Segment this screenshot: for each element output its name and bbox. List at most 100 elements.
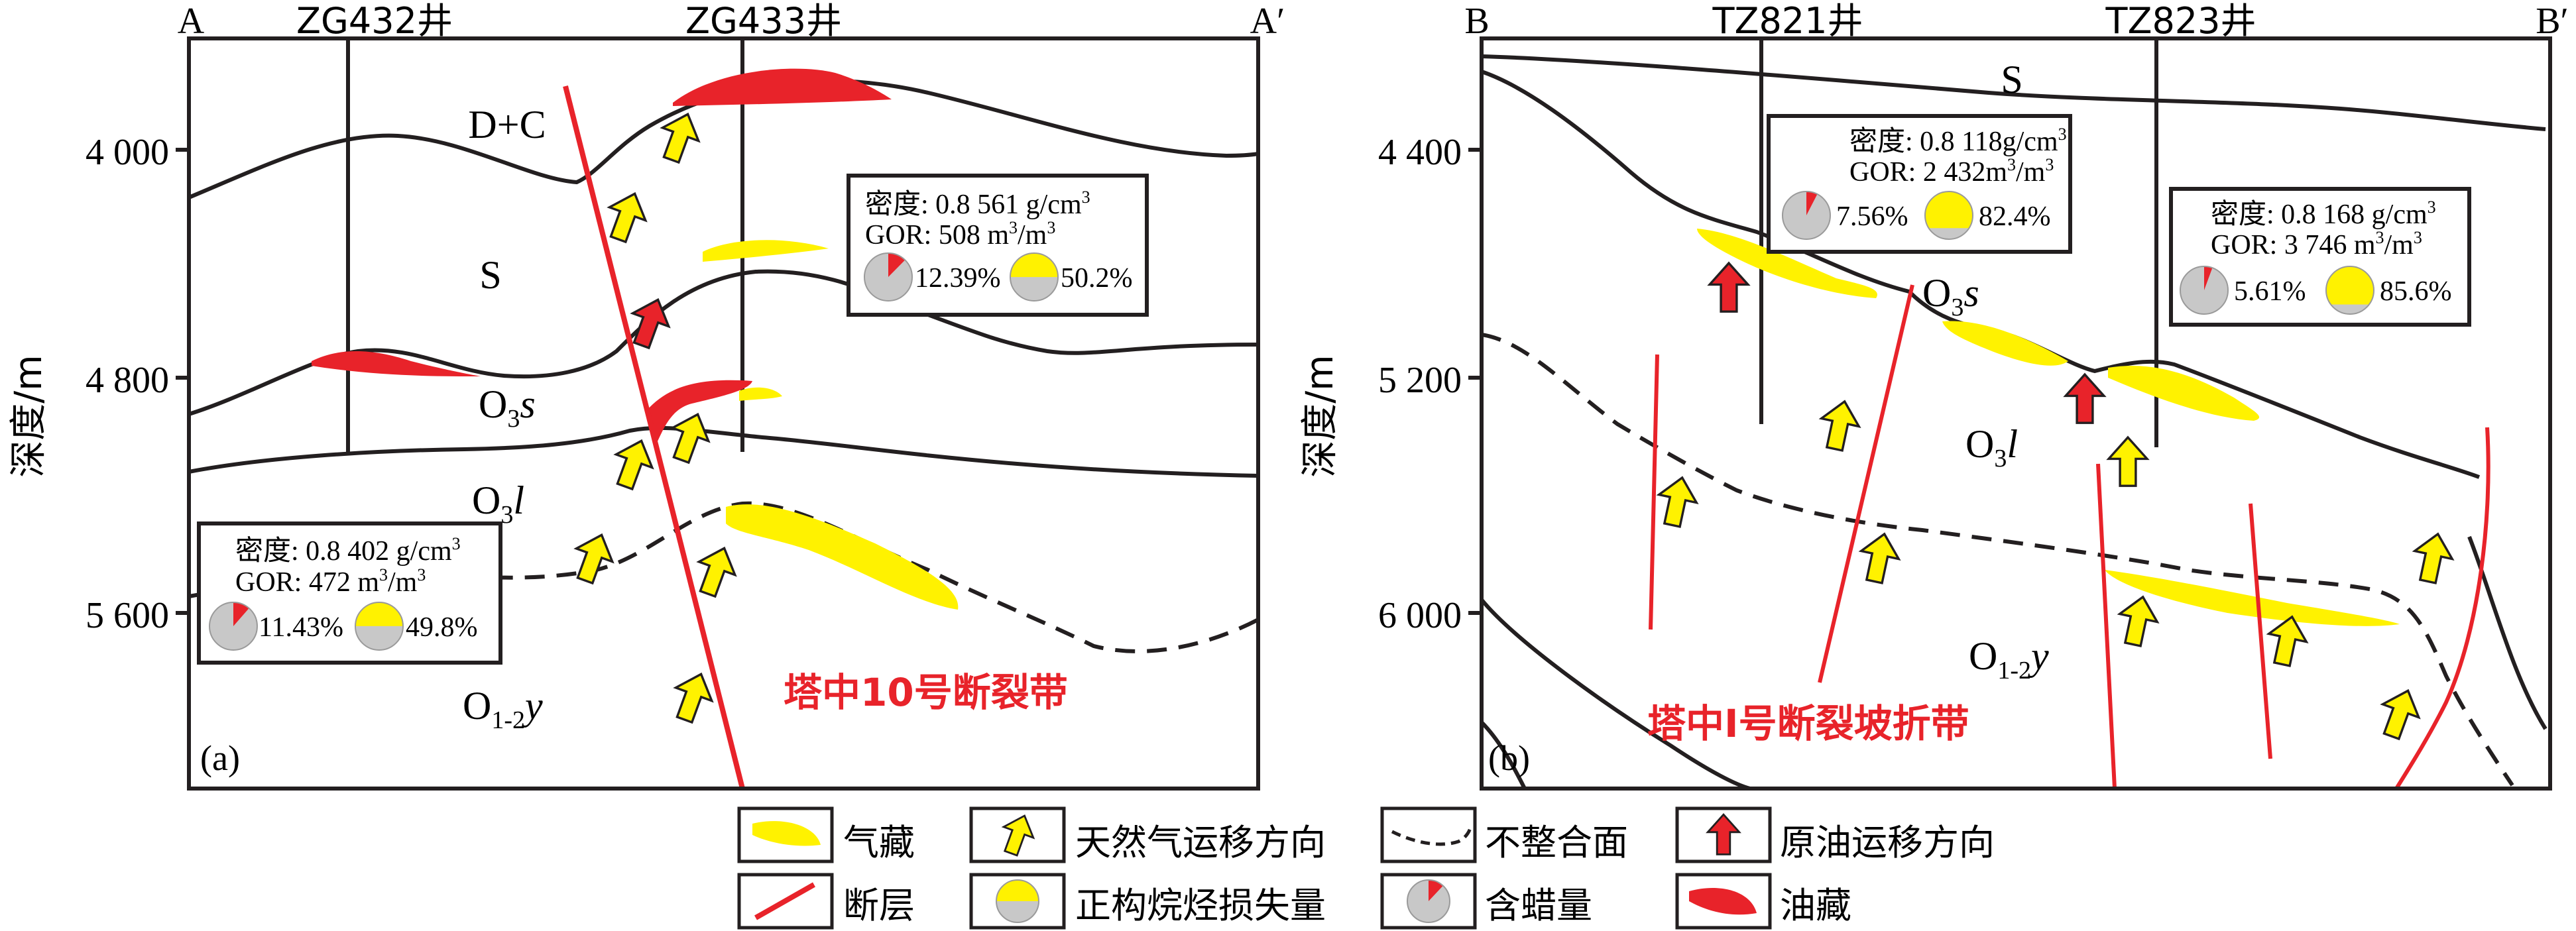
fault-b [1818, 284, 1914, 683]
oil-migration-arrow [2064, 373, 2105, 424]
legend-item-oil-reservoir: 油藏 [1675, 873, 1851, 930]
wax-content-pie [864, 252, 913, 301]
gas-reservoir-a-3 [726, 504, 959, 610]
gas-reservoir-a-2 [739, 387, 782, 401]
gor-text: GOR: 3 746 m3/m3 [2211, 228, 2422, 260]
pie-outline [1407, 879, 1450, 923]
stratum-label-dc: D+C [468, 103, 546, 146]
panel-a: 4 000 4 800 5 600 深度/m A A′ ZG432井 ZG433… [7, 0, 1285, 791]
depth-tick-label: 6 000 [1378, 595, 1462, 636]
fault-tz10 [563, 85, 745, 789]
gor-text: GOR: 472 m3/m3 [235, 565, 426, 598]
wax-content-pie [209, 602, 258, 651]
gas-reservoir-b-3 [2108, 366, 2260, 421]
stratum-label-o3s: O3s [1922, 271, 1979, 321]
pie-loss-slice [1925, 192, 1973, 229]
unconformity-line-b [1481, 333, 2514, 787]
pie-loss-slice [996, 880, 1039, 901]
stratum-label-o12y: O1-2y [1969, 634, 2049, 685]
wax-content-pie [1782, 191, 1831, 240]
well-label: ZG433井 [685, 0, 842, 42]
alkane-loss-pie [1924, 191, 1973, 240]
legend-label: 气藏 [843, 822, 915, 863]
horizon-base-b [1480, 720, 1527, 790]
fault-zone-label-b: 塔中Ⅰ号断裂坡折带 [1647, 701, 1969, 746]
pie-wax-slice [2204, 266, 2213, 290]
pie-outline [2325, 266, 2374, 315]
oil-reservoir-a-top [673, 68, 892, 106]
density-text: 密度: 0.8 561 g/cm3 [865, 188, 1090, 220]
pie-loss-slice [1010, 253, 1058, 278]
legend-label: 原油运移方向 [1780, 822, 1995, 863]
gas-migration-arrow [599, 186, 654, 247]
horizon-deep-right-b [2467, 535, 2547, 730]
depth-axis-title: 深度/m [7, 355, 50, 477]
loss-percent: 49.8% [406, 612, 478, 643]
stratum-label-o12y: O1-2y [463, 684, 543, 734]
pie-outline [1782, 191, 1831, 240]
gas-migration-arrow [1814, 396, 1865, 455]
section-label-left: B [1464, 1, 1489, 42]
wax-content-pie-icon [1407, 879, 1450, 923]
depth-axis-title: 深度/m [1299, 355, 1342, 477]
stratum-label-o3l: O3l [472, 478, 524, 529]
legend-label: 不整合面 [1485, 822, 1628, 863]
horizon-top-dc [188, 78, 1259, 199]
legend-label: 含蜡量 [1485, 885, 1592, 926]
pie-wax-slice [888, 253, 906, 277]
gas-migration-arrow [1854, 529, 1904, 587]
oil-reservoir-a-mid [646, 380, 752, 444]
legend-item-alkane-loss: 正构烷烃损失量 [969, 873, 1326, 930]
stratum-label-o3s: O3s [479, 382, 536, 433]
oil-property-box: 密度: 0.8 168 g/cm3 GOR: 3 746 m3/m3 5.61%… [2169, 187, 2471, 327]
alkane-loss-pie-icon [996, 879, 1039, 923]
oil-property-box: 密度: 0.8 402 g/cm3 GOR: 472 m3/m3 11.43% … [197, 521, 502, 665]
stratum-label-s: S [479, 253, 501, 297]
panel-b: 4 400 5 200 6 000 深度/m B B′ TZ821井 TZ823… [1299, 0, 2569, 791]
legend-item-unconformity: 不整合面 [1380, 806, 1628, 863]
horizon-top-s-a [188, 269, 1259, 416]
legend-item-gas-reservoir: 气藏 [737, 806, 915, 863]
gas-migration-arrow [652, 106, 707, 168]
loss-percent: 82.4% [1979, 201, 2051, 232]
depth-tick-label: 5 600 [86, 595, 169, 636]
legend-item-fault: 断层 [737, 873, 915, 930]
legend-label: 油藏 [1780, 885, 1851, 926]
fault-b [2096, 463, 2117, 789]
wax-percent: 11.43% [259, 612, 343, 643]
panel-tag-a: (a) [200, 738, 240, 778]
pie-outline [864, 252, 913, 301]
legend-item-gas-migration: 天然气运移方向 [969, 806, 1326, 863]
horizon-top-s-b [1481, 54, 2546, 131]
gas-migration-arrow [2408, 529, 2458, 587]
density-text: 密度: 0.8 168 g/cm3 [2211, 197, 2436, 230]
pie-loss-slice [2326, 266, 2374, 305]
oil-migration-arrow [1708, 262, 1749, 313]
loss-percent: 85.6% [2380, 276, 2452, 307]
pie-outline [209, 602, 258, 651]
pie-outline [1924, 191, 1973, 240]
loss-percent: 50.2% [1061, 263, 1133, 294]
pie-outline [1010, 252, 1059, 301]
fault-b [2394, 427, 2490, 790]
gas-migration-arrow [2372, 683, 2428, 744]
legend: 气藏 天然气运移方向 不整合面 原油运移方向 断层 正构烷烃损失量 [737, 806, 1995, 930]
well-label: TZ823井 [2105, 0, 2256, 42]
fault-zone-label-a: 塔中10号断裂带 [784, 670, 1068, 715]
legend-item-wax: 含蜡量 [1380, 873, 1592, 930]
gas-migration-arrow [2113, 592, 2163, 650]
depth-tick-label: 5 200 [1378, 360, 1462, 401]
fault-b [1649, 354, 1659, 630]
well-label: ZG432井 [296, 0, 453, 42]
gas-reservoir-b-1 [1697, 229, 1877, 298]
depth-tick-label: 4 800 [86, 360, 169, 401]
gas-migration-arrow [665, 666, 721, 728]
gas-reservoir-a-1 [703, 240, 829, 262]
pie-loss-slice [355, 602, 403, 626]
pie-wax-slice [233, 602, 249, 626]
stratum-label-o3l: O3l [1965, 422, 2018, 472]
panel-a-frame [187, 36, 1260, 791]
pie-outline [2180, 266, 2229, 315]
gas-reservoir-b-2 [1942, 321, 2068, 366]
